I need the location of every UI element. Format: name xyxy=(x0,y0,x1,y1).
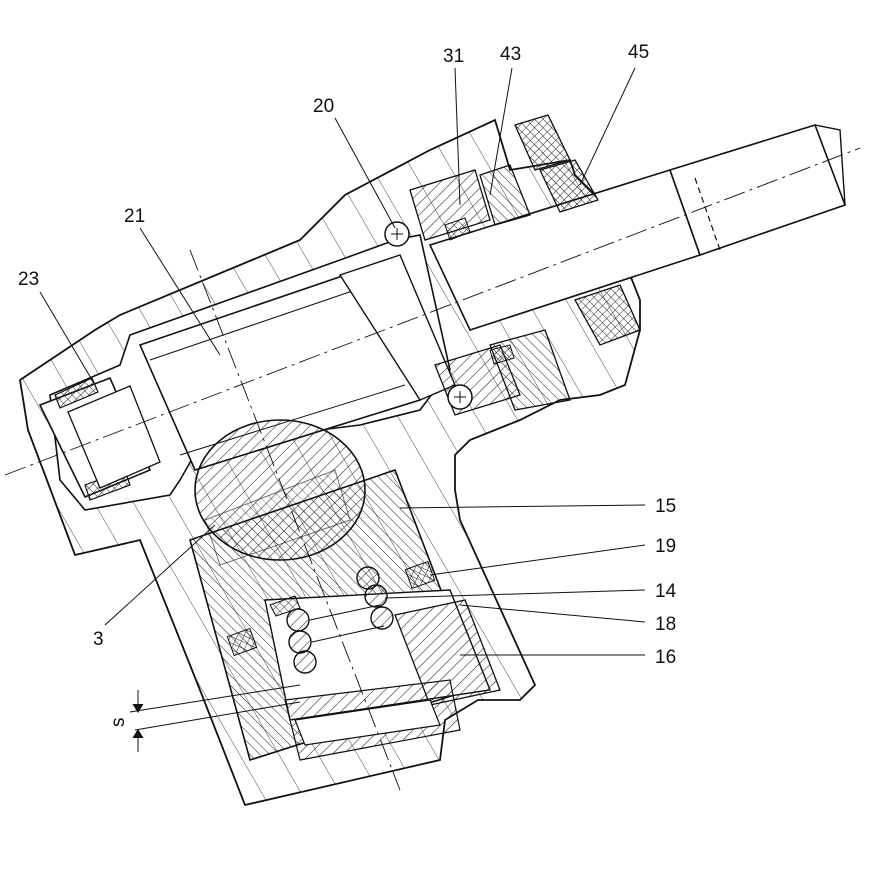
callout-20: 20 xyxy=(313,96,334,117)
callout-19: 19 xyxy=(655,536,676,557)
bearing-assembly xyxy=(384,114,641,416)
callout-labels: 23 21 20 31 43 45 15 19 14 18 16 3 xyxy=(18,42,677,668)
callout-15: 15 xyxy=(655,496,676,517)
end-seal-23 xyxy=(38,376,161,501)
spring-14 xyxy=(286,566,394,674)
callout-14: 14 xyxy=(655,581,677,602)
callout-23: 23 xyxy=(18,269,39,290)
callout-18: 18 xyxy=(655,614,676,635)
callout-43: 43 xyxy=(500,44,521,65)
callout-3: 3 xyxy=(93,629,104,650)
center-lines xyxy=(4,147,861,791)
callout-21: 21 xyxy=(124,206,145,227)
callout-16: 16 xyxy=(655,647,676,668)
callout-31: 31 xyxy=(443,46,464,67)
input-shaft xyxy=(428,124,847,331)
pressure-valve-block xyxy=(189,468,501,762)
leader-lines xyxy=(39,67,646,656)
dimension-s xyxy=(129,684,301,752)
dimension-s-label: s xyxy=(108,718,129,728)
callout-45: 45 xyxy=(628,42,649,63)
